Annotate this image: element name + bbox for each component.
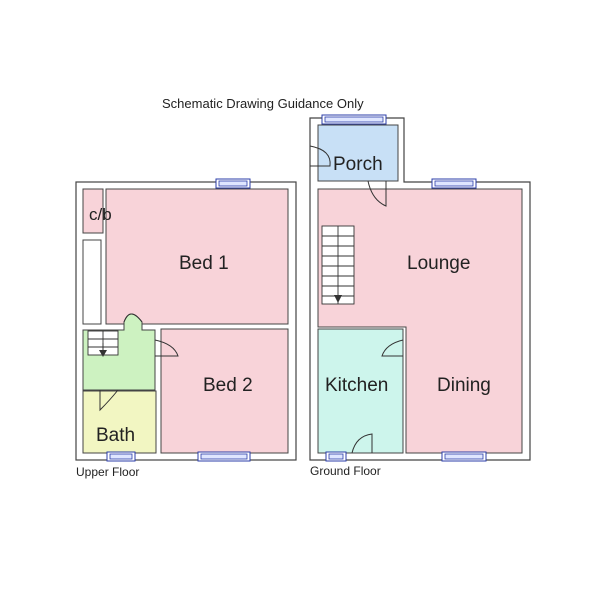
label-dining: Dining	[437, 375, 491, 396]
stair-arrow-icon	[334, 295, 342, 303]
room-kitchen[interactable]	[317, 328, 404, 454]
door-kitchen-dining[interactable]	[381, 339, 404, 357]
room-cupboard[interactable]	[82, 188, 104, 234]
ground-floor: Porch Lounge Kitchen Dining Ground Floor	[309, 114, 531, 478]
window-bath	[106, 451, 136, 462]
window-lounge	[431, 178, 477, 189]
label-bed1: Bed 1	[179, 253, 229, 274]
window-porch	[321, 114, 387, 125]
room-bed1[interactable]	[105, 188, 289, 325]
caption-upper-floor: Upper Floor	[76, 465, 139, 479]
door-landing-bed1[interactable]	[123, 313, 143, 323]
upper-floor: Bed 1 Bed 2 c/b Bath Upper Floor	[75, 178, 297, 479]
room-bath[interactable]	[82, 390, 157, 454]
upper-staircase	[87, 330, 119, 357]
drawing-title: Schematic Drawing Guidance Only	[162, 96, 364, 111]
label-bath: Bath	[96, 425, 135, 446]
door-porch-lounge[interactable]	[367, 180, 387, 207]
label-bed2: Bed 2	[203, 375, 253, 396]
wardrobe	[82, 239, 102, 325]
door-landing-bath[interactable]	[99, 389, 119, 412]
room-porch[interactable]	[317, 124, 399, 182]
stair-arrow-icon	[99, 350, 107, 357]
window-dining	[441, 451, 487, 462]
door-kitchen-rear[interactable]	[351, 433, 373, 454]
door-landing-bed2[interactable]	[154, 339, 179, 357]
window-bed2	[197, 451, 251, 462]
window-kitchen	[325, 451, 347, 462]
label-kitchen: Kitchen	[325, 375, 388, 396]
label-cupboard: c/b	[89, 205, 112, 224]
window-bed1	[215, 178, 251, 189]
door-front[interactable]	[309, 145, 331, 167]
room-lounge-dining[interactable]	[317, 188, 523, 454]
ground-staircase	[321, 225, 355, 305]
label-lounge: Lounge	[407, 253, 470, 274]
caption-ground-floor: Ground Floor	[310, 464, 381, 478]
label-porch: Porch	[333, 154, 383, 175]
